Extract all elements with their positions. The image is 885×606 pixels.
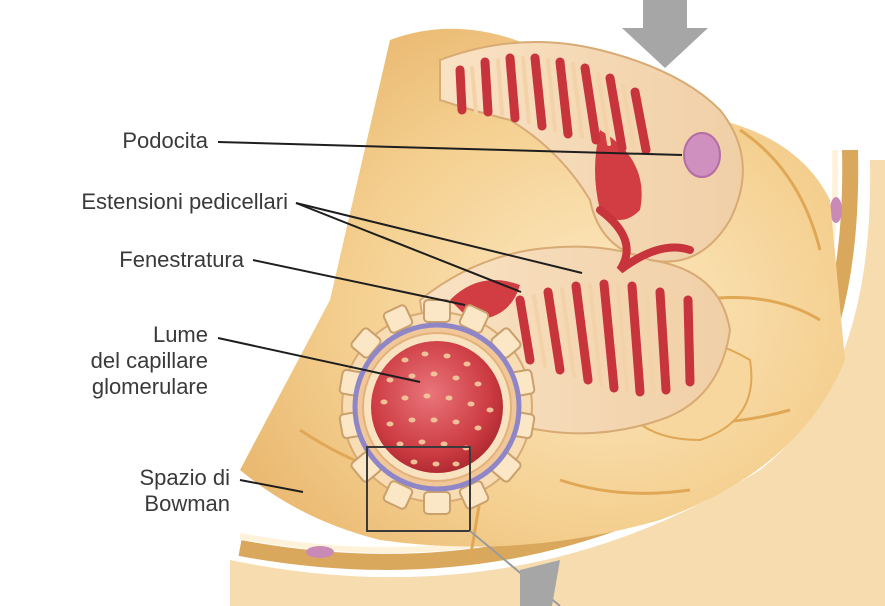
label-estensioni-pedicellari: Estensioni pedicellari	[10, 189, 288, 215]
label-podocita: Podocita	[60, 128, 208, 154]
podocyte-nucleus	[684, 133, 720, 177]
flow-arrow	[622, 0, 708, 68]
label-spazio-di-bowman: Spazio di Bowman	[60, 465, 230, 517]
capillary-lumen	[371, 341, 503, 473]
capsule-nucleus	[306, 546, 334, 558]
label-lume: Lume del capillare glomerulare	[40, 322, 208, 400]
capsule-nucleus	[830, 197, 842, 223]
label-fenestratura: Fenestratura	[60, 247, 244, 273]
